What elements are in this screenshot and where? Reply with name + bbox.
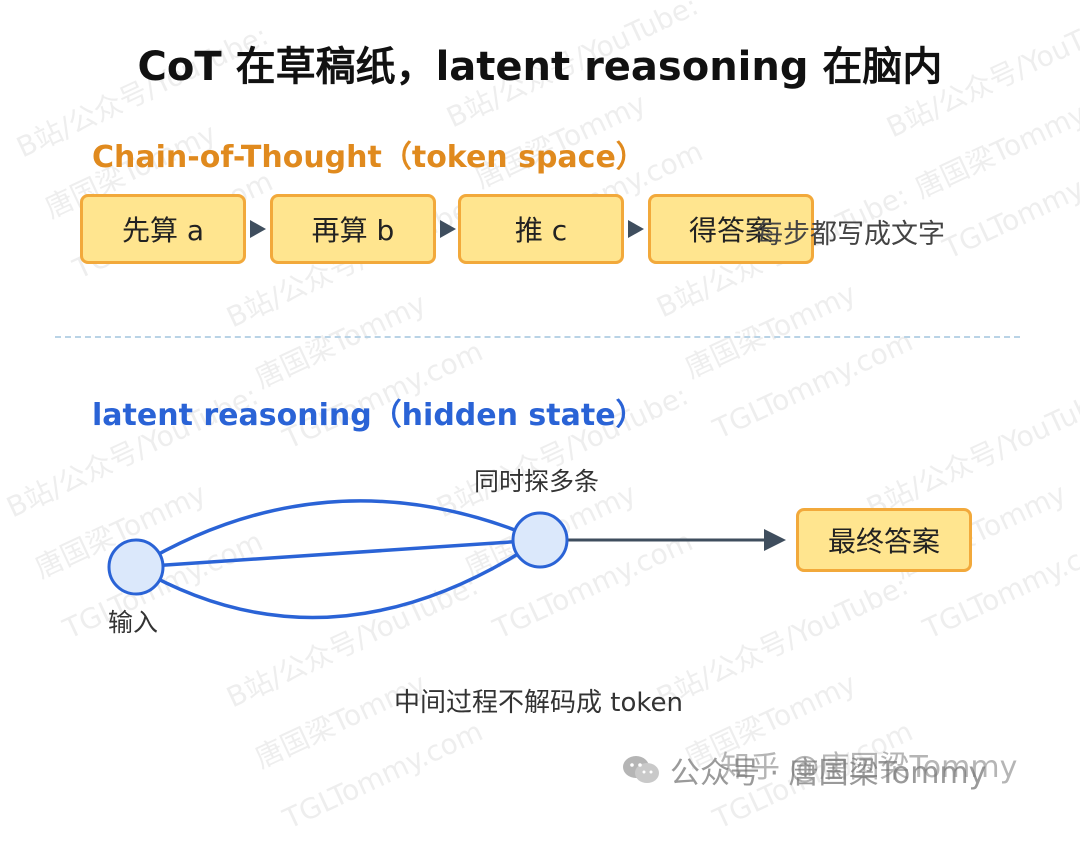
reasoning-path-middle [135, 538, 541, 569]
reasoning-path-upper [135, 499, 541, 569]
arrow-right-icon [628, 220, 644, 238]
cot-step-box: 先算 a [80, 194, 246, 264]
footer-overlay-text: 知乎 @唐国梁Tommy [720, 750, 1018, 785]
input-label: 输入 [108, 608, 159, 637]
cot-step-box: 推 c [458, 194, 624, 264]
latent-section-label: latent reasoning（hidden state） [92, 398, 646, 433]
input-node [107, 538, 165, 596]
footer-text: 公众号 · 唐国梁Tommy [670, 756, 987, 791]
bottom-note: 中间过程不解码成 token [394, 688, 683, 718]
wechat-icon [622, 754, 660, 786]
cot-note: 每步都写成文字 [756, 219, 945, 250]
latent-diagram [107, 499, 786, 620]
parallel-paths-label: 同时探多条 [474, 467, 600, 496]
final-answer-box: 最终答案 [796, 508, 972, 572]
cot-step-box: 再算 b [270, 194, 436, 264]
arrow-right-icon [250, 220, 266, 238]
section-divider [55, 336, 1020, 338]
arrow-right-icon [440, 220, 456, 238]
output-arrow-head [764, 529, 786, 551]
page-title: CoT 在草稿纸，latent reasoning 在脑内 [137, 44, 943, 90]
reasoning-path-lower [135, 538, 541, 620]
cot-section-label: Chain-of-Thought（token space） [92, 140, 646, 175]
hidden-state-node [511, 511, 569, 569]
cot-step-box: 得答案 [648, 194, 814, 264]
footer-brand: 公众号 · 唐国梁Tommy [622, 748, 986, 792]
